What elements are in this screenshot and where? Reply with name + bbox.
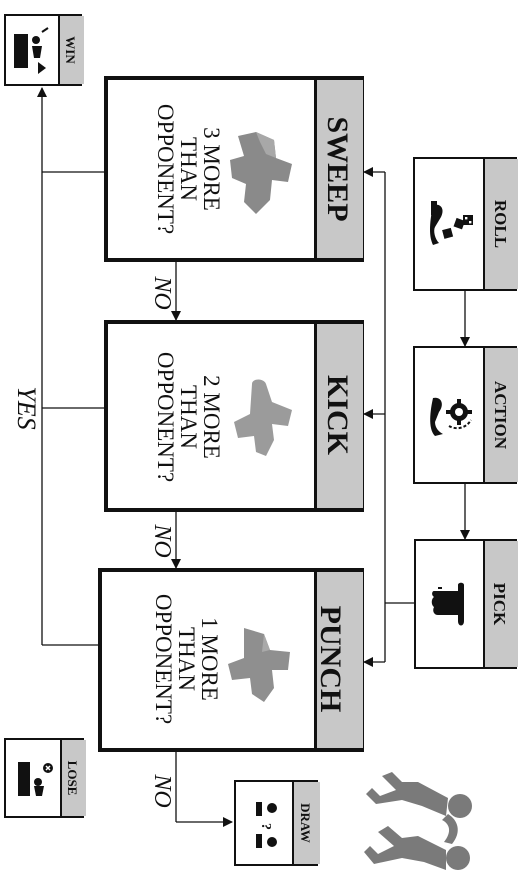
no-label-1: NO <box>149 276 175 310</box>
punch-tab <box>314 572 363 748</box>
draw-label: DRAW <box>298 803 313 843</box>
win-label: WIN <box>63 36 78 64</box>
punch-title: PUNCH <box>314 605 347 713</box>
draw-tab <box>292 782 320 864</box>
draw-players-icon: ? <box>256 802 277 848</box>
win-tab <box>58 16 84 84</box>
pick-label: PICK <box>490 582 509 626</box>
lose-label: LOSE <box>65 760 80 796</box>
loser-icon <box>18 762 53 796</box>
pick-tab <box>483 541 518 667</box>
sweep-box: SWEEP 3 MORE THAN OPPONENT? <box>104 76 364 262</box>
draw-box: DRAW ? <box>234 780 320 866</box>
roll-box: ROLL <box>413 157 518 291</box>
hand-gear-icon <box>430 397 472 436</box>
punch-condition: 1 MORE THAN OPPONENT? <box>151 593 222 725</box>
sweep-tab <box>314 80 363 258</box>
pick-box: PICK <box>414 539 518 669</box>
hand-dice-icon <box>430 201 473 245</box>
action-label: ACTION <box>491 380 510 449</box>
kick-box: KICK 2 MORE THAN OPPONENT? <box>104 320 364 512</box>
kick-meeple-icon <box>234 379 292 456</box>
sweep-condition: 3 MORE THAN OPPONENT? <box>153 103 224 235</box>
action-tab <box>483 348 518 482</box>
no-label-3: NO <box>149 774 175 808</box>
yes-label: YES <box>12 386 41 430</box>
roll-tab <box>483 159 518 289</box>
punch-box: PUNCH 1 MORE THAN OPPONENT? <box>98 568 364 752</box>
action-box: ACTION <box>413 346 518 484</box>
wrestlers-illustration <box>364 772 472 870</box>
kick-condition: 2 MORE THAN OPPONENT? <box>153 351 224 483</box>
sweep-meeple-icon <box>230 132 292 214</box>
roll-label: ROLL <box>491 199 510 249</box>
punch-meeple-icon <box>228 628 290 702</box>
lose-box: LOSE <box>4 738 86 818</box>
svg-text:?: ? <box>258 823 273 830</box>
no-label-2: NO <box>149 524 175 558</box>
pointing-hand-icon <box>431 582 464 626</box>
win-box: WIN <box>4 14 84 86</box>
sweep-title: SWEEP <box>321 116 354 222</box>
kick-title: KICK <box>321 374 354 455</box>
winner-podium-icon <box>14 27 49 74</box>
kick-tab <box>314 324 363 508</box>
lose-tab <box>60 740 86 816</box>
